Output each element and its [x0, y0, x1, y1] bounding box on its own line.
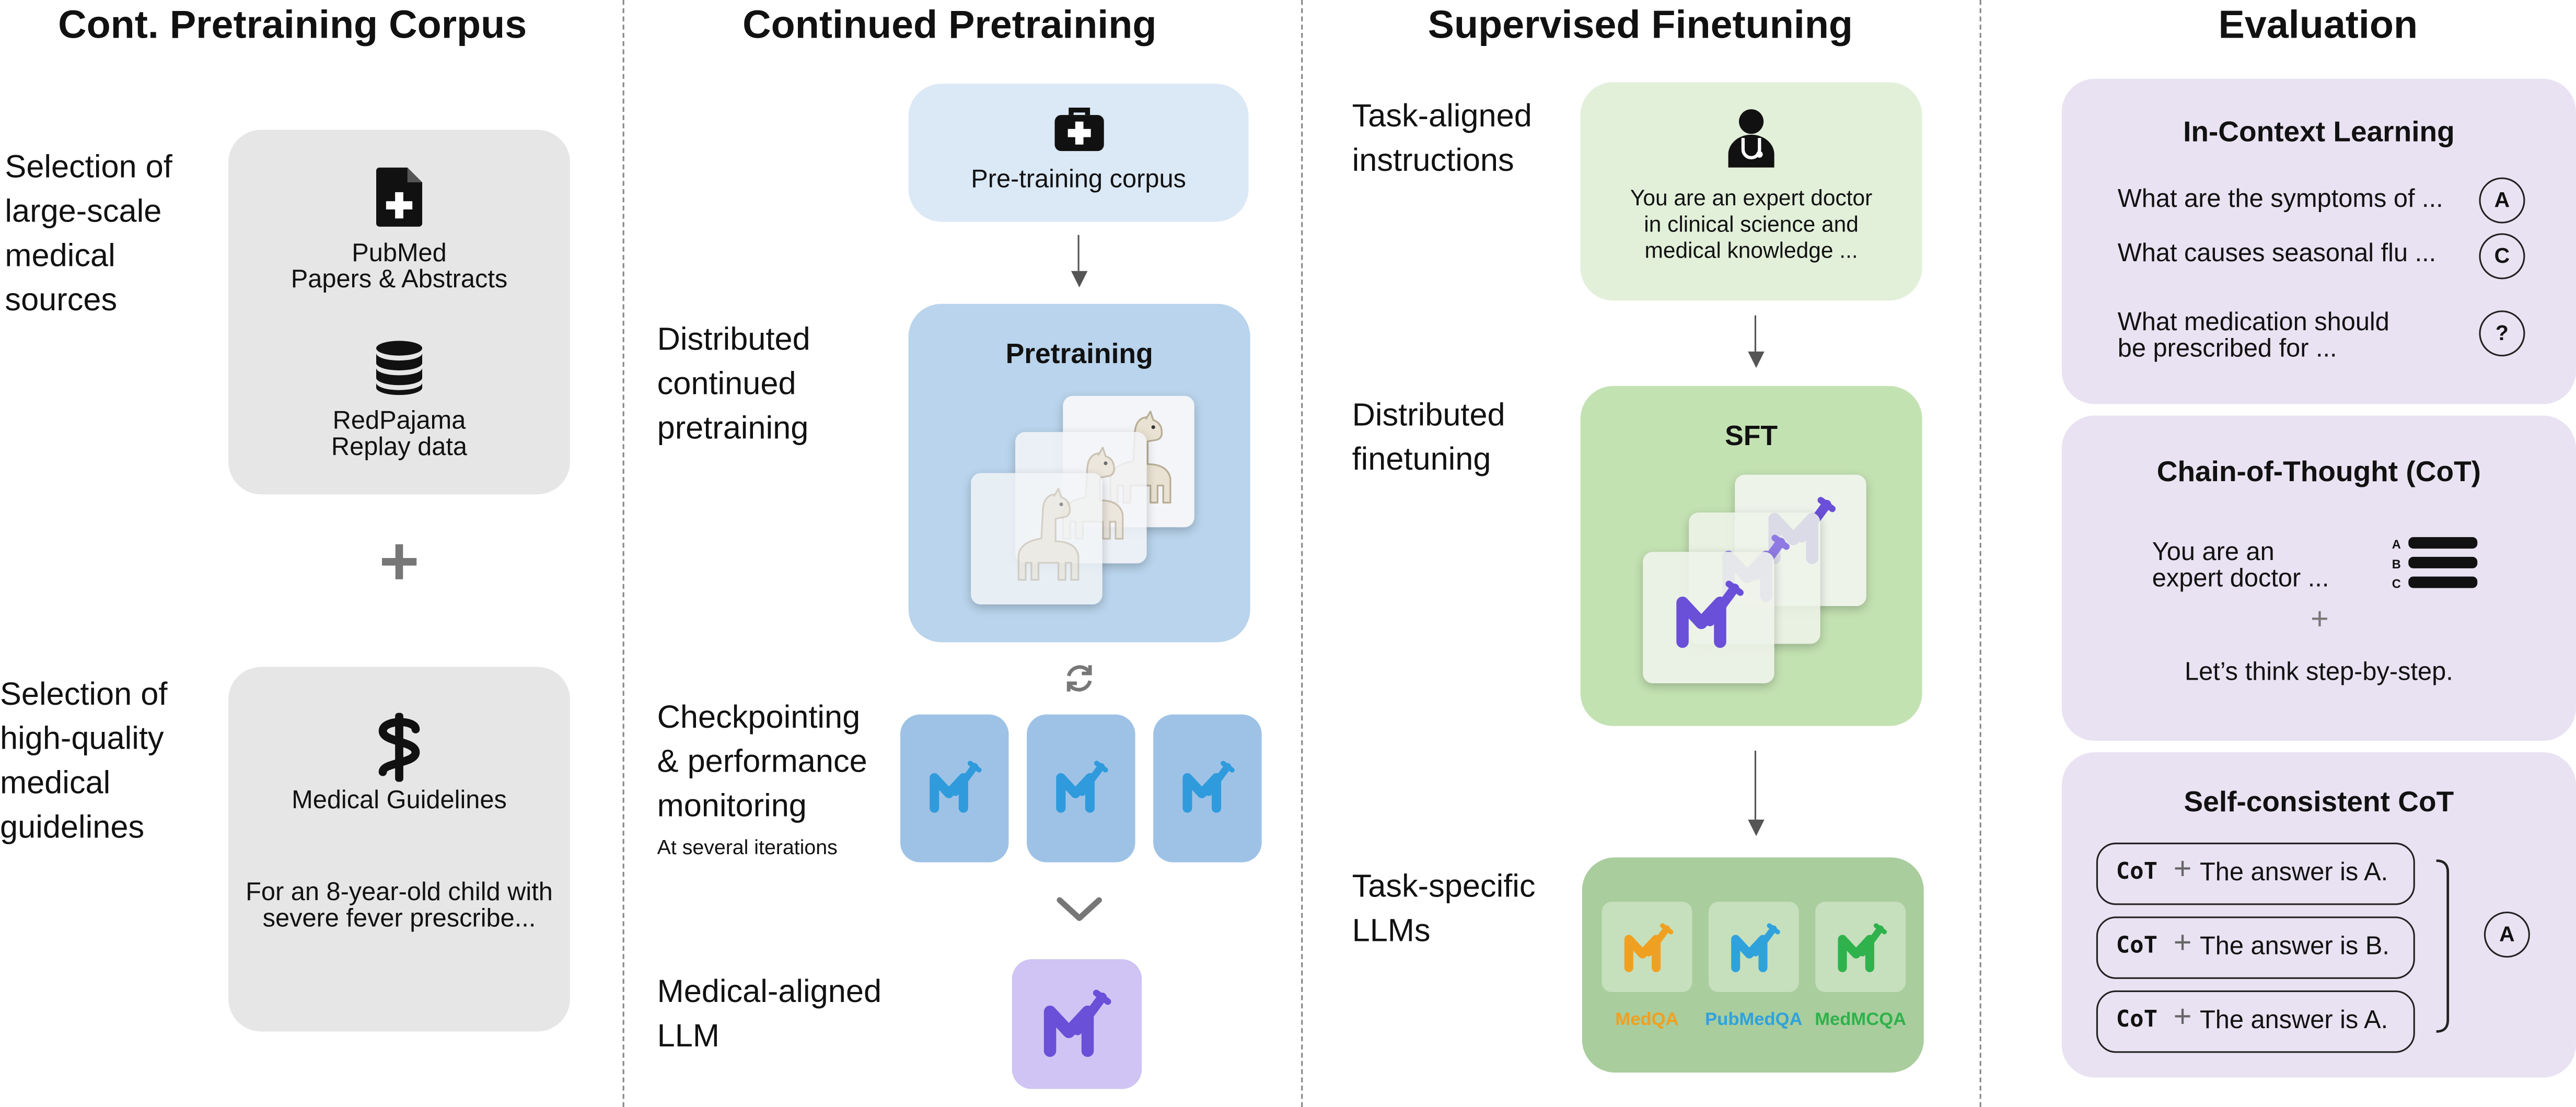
caduceus-icon	[378, 713, 420, 782]
arrow-head	[1748, 819, 1765, 836]
medical-kit-icon	[1054, 107, 1104, 152]
sc-cot-title: Self-consistent CoT	[2184, 785, 2454, 818]
pretraining-corpus-box: Pre-training corpus	[908, 84, 1249, 222]
task-specific-box: MedQA PubMedQA MedMCQA	[1582, 857, 1924, 1073]
model-card	[1643, 552, 1774, 683]
corpus-section2-label: Selection of high-quality medical guidel…	[0, 677, 168, 846]
task-aligned-label: Task-aligned instructions	[1352, 98, 1532, 179]
arrow	[1754, 750, 1757, 820]
icl-question-2: What causes seasonal flu ...	[2117, 240, 2436, 268]
plus-sign: +	[379, 522, 420, 600]
cot-step-text: Let’s think step-by-step.	[2184, 658, 2453, 687]
database-icon	[376, 341, 423, 395]
options-list-icon: A B C	[2392, 537, 2481, 593]
large-scale-sources-card: PubMed Papers & Abstracts RedPajama Repl…	[228, 130, 571, 495]
medical-aligned-llm-box	[1012, 959, 1142, 1089]
sc-cot-card: Self-consistent CoT CoT + The answer is …	[2061, 752, 2576, 1078]
instruction-text: You are an expert doctor in clinical sci…	[1630, 185, 1873, 263]
icl-title: In-Context Learning	[2183, 115, 2455, 148]
sft-box: SFT	[1580, 386, 1922, 726]
pretraining-title: Continued Pretraining	[742, 3, 1157, 48]
arrow-head	[1071, 271, 1088, 288]
evaluation-title: Evaluation	[2218, 3, 2418, 48]
arrow	[1077, 235, 1080, 271]
cot-sample-row: CoT + The answer is A.	[2096, 842, 2415, 905]
cot-sample-row: CoT + The answer is B.	[2096, 916, 2415, 979]
corpus-section1-label: Selection of large-scale medical sources	[5, 149, 172, 319]
cot-prompt: You are an expert doctor ...	[2152, 539, 2329, 593]
task-specific-label: Task-specific LLMs	[1352, 869, 1536, 950]
redpajama-label: RedPajama Replay data	[331, 407, 468, 462]
corpus-title: Cont. Pretraining Corpus	[58, 3, 527, 48]
final-answer-circle: A	[2484, 911, 2530, 958]
pretraining-corpus-label: Pre-training corpus	[971, 166, 1186, 194]
sft-title: Supervised Finetuning	[1428, 3, 1853, 48]
answer-circle: C	[2479, 233, 2525, 279]
medmcqa-label: MedMCQA	[1815, 1010, 1907, 1030]
icl-question-1: What are the symptoms of ...	[2117, 185, 2443, 214]
medical-guidelines-card: Medical Guidelines For an 8-year-old chi…	[228, 667, 571, 1032]
column-divider	[622, 0, 624, 1107]
guidelines-example: For an 8-year-old child with severe feve…	[246, 879, 553, 933]
medqa-card	[1602, 902, 1692, 993]
instruction-box: You are an expert doctor in clinical sci…	[1580, 82, 1922, 301]
arrow	[1754, 315, 1757, 352]
checkpointing-label: Checkpointing & performance monitoring	[657, 700, 867, 825]
checkpoint-card	[1027, 714, 1135, 863]
pubmedqa-label: PubMedQA	[1705, 1010, 1803, 1030]
checkpoint-card	[1153, 714, 1262, 863]
chevron-down-icon	[1057, 897, 1102, 922]
distributed-finetuning-label: Distributed finetuning	[1352, 397, 1505, 478]
answer-circle: A	[2479, 177, 2525, 224]
bracket	[2436, 859, 2450, 1033]
sync-icon	[1066, 665, 1092, 692]
cot-card: Chain-of-Thought (CoT) You are an expert…	[2061, 415, 2576, 741]
pubmedqa-card	[1708, 902, 1799, 993]
checkpoint-card	[900, 714, 1009, 863]
pretraining-box-title: Pretraining	[1005, 338, 1153, 370]
cot-plus: +	[2310, 602, 2329, 637]
document-plus-icon	[376, 167, 423, 227]
column-divider	[1979, 0, 1981, 1107]
arrow-head	[1748, 351, 1765, 368]
column-divider	[1301, 0, 1303, 1107]
llama-card	[971, 473, 1103, 605]
meditron-logo-icon	[1040, 987, 1112, 1059]
cot-sample-row: CoT + The answer is A.	[2096, 990, 2415, 1053]
medical-aligned-llm-label: Medical-aligned LLM	[657, 974, 882, 1055]
icl-question-3: What medication should be prescribed for…	[2117, 309, 2389, 363]
checkpointing-note: At several iterations	[657, 836, 838, 859]
medqa-label: MedQA	[1615, 1010, 1679, 1030]
pubmed-label: PubMed Papers & Abstracts	[291, 240, 508, 294]
medmcqa-card	[1815, 902, 1906, 993]
guidelines-title: Medical Guidelines	[292, 787, 507, 815]
answer-circle: ?	[2479, 310, 2525, 357]
cot-title: Chain-of-Thought (CoT)	[2156, 455, 2481, 488]
icl-card: In-Context Learning What are the symptom…	[2061, 78, 2576, 404]
sft-box-title: SFT	[1725, 420, 1778, 452]
distributed-pretraining-label: Distributed continued pretraining	[657, 322, 810, 447]
doctor-icon	[1728, 109, 1774, 168]
pretraining-box: Pretraining	[908, 304, 1250, 643]
